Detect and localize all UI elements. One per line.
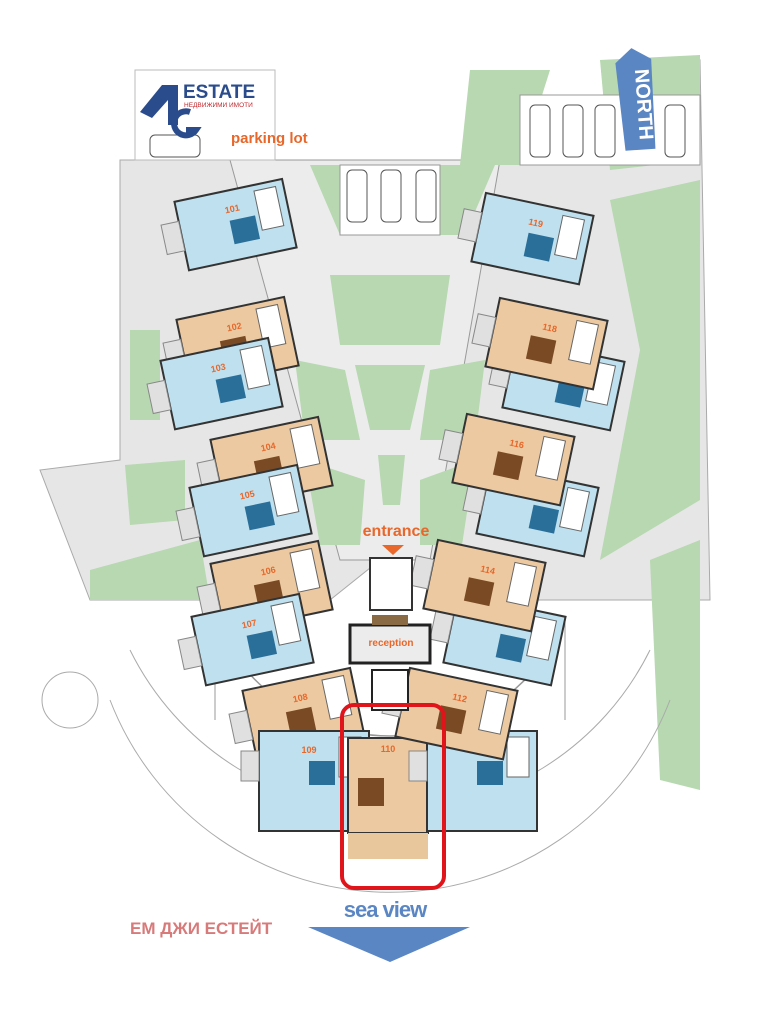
lawn — [440, 165, 495, 235]
bathroom — [478, 689, 510, 735]
logo-brand: ESTATE — [183, 82, 255, 103]
balcony — [228, 709, 254, 745]
north-arrow-icon: NORTH — [615, 48, 657, 151]
bathroom — [506, 561, 538, 607]
bathroom — [554, 214, 586, 260]
reception-label: reception — [368, 638, 413, 649]
logo-tagline: НЕДВИЖИМИ ИМОТИ — [184, 102, 253, 109]
watermark: ЕМ ДЖИ ЕСТЕЙТ — [130, 919, 273, 938]
bathroom — [568, 319, 600, 365]
balcony — [146, 379, 172, 415]
lawn — [600, 180, 700, 560]
bed-icon — [285, 706, 317, 736]
unit-number: 106 — [260, 565, 277, 578]
balcony — [409, 555, 435, 590]
unit-101[interactable]: 101 — [157, 177, 298, 274]
car-icon — [380, 169, 402, 223]
sea-view-label: sea view — [344, 897, 428, 922]
car-icon — [529, 104, 551, 158]
bathroom — [535, 435, 567, 481]
entrance-label: entrance — [363, 523, 430, 540]
bathroom — [506, 736, 530, 778]
bathroom — [289, 423, 321, 469]
car-icon — [594, 104, 616, 158]
bathroom — [559, 486, 591, 532]
bed-icon — [495, 633, 527, 663]
bed-icon — [309, 761, 335, 785]
car-icon — [346, 169, 368, 223]
bed-icon — [246, 630, 278, 660]
unit-number: 104 — [260, 441, 277, 454]
bed-icon — [492, 451, 524, 481]
balcony — [457, 208, 483, 243]
balcony — [177, 635, 203, 671]
unit-number: 108 — [292, 692, 309, 705]
unit-103[interactable]: 103 — [143, 336, 284, 433]
unit-number: 103 — [210, 362, 227, 375]
bed-icon — [523, 232, 555, 262]
unit-119[interactable]: 119 — [454, 189, 595, 286]
balcony — [408, 750, 428, 782]
unit-116[interactable]: 116 — [435, 410, 576, 507]
unit-number: 107 — [241, 618, 258, 631]
apartment-units: 1011021031041051061071081091101111121131… — [143, 177, 626, 859]
bed-icon — [358, 778, 384, 806]
unit-105[interactable]: 105 — [172, 463, 313, 560]
balcony — [240, 750, 260, 782]
lawn — [330, 275, 450, 345]
unit-number: 118 — [542, 322, 558, 335]
lawn — [378, 455, 405, 505]
sea-view-arrow-icon — [308, 927, 470, 962]
bathroom — [239, 344, 271, 390]
entrance-arrow-icon — [382, 545, 404, 555]
bed-icon — [244, 501, 276, 531]
north-label: NORTH — [630, 68, 657, 140]
unit-number: 110 — [381, 744, 396, 754]
car-icon — [149, 134, 201, 158]
unit-114[interactable]: 114 — [406, 536, 547, 633]
unit-118[interactable]: 118 — [468, 294, 609, 391]
unit-number: 116 — [509, 438, 525, 451]
car-icon — [415, 169, 437, 223]
terrace — [348, 833, 428, 859]
logo: MG ESTATE НЕДВИЖИМИ ИМОТИ — [140, 82, 255, 139]
unit-number: 101 — [224, 203, 241, 216]
car-icon — [562, 104, 584, 158]
bathroom — [253, 185, 285, 231]
central-core — [348, 545, 432, 711]
bed-icon — [463, 577, 495, 607]
entrance-doors — [369, 557, 413, 611]
unit-number: 112 — [452, 692, 468, 705]
lawn — [355, 365, 425, 430]
bed-icon — [525, 335, 557, 365]
unit-number: 114 — [480, 564, 496, 577]
highlighted-unit-110[interactable] — [340, 703, 446, 890]
unit-number: 119 — [528, 217, 544, 230]
bathroom — [255, 303, 287, 349]
unit-number: 102 — [226, 321, 243, 334]
balcony — [160, 220, 186, 256]
balcony — [438, 429, 464, 464]
parking-lot-label: parking lot — [231, 130, 308, 147]
bed-icon — [215, 374, 247, 404]
bed-icon — [477, 761, 503, 785]
bathroom — [268, 471, 300, 517]
parked-cars — [149, 104, 686, 223]
bathroom — [270, 600, 302, 646]
bed-icon — [528, 504, 560, 534]
bed-icon — [229, 215, 261, 245]
unit-number: 109 — [301, 745, 316, 755]
unit-number: 105 — [239, 489, 256, 502]
balcony — [175, 506, 201, 542]
balcony — [471, 313, 497, 348]
bathroom — [526, 615, 558, 661]
lawn — [125, 460, 185, 525]
lawn — [650, 540, 700, 790]
lawn — [90, 540, 210, 600]
bathroom — [289, 547, 321, 593]
unit-107[interactable]: 107 — [174, 592, 315, 689]
car-icon — [664, 104, 686, 158]
